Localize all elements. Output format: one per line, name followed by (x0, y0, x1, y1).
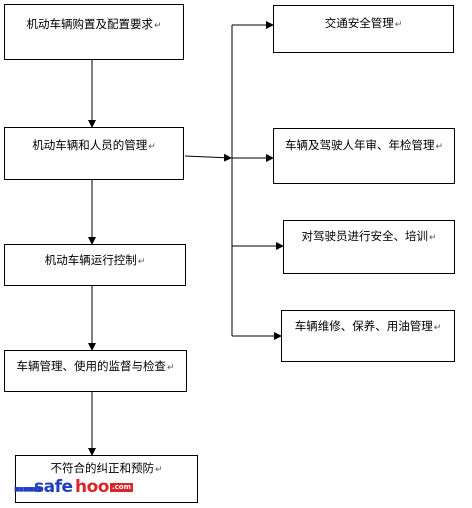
step-vehicle-personnel-label: 机动车辆和人员的管理 (32, 138, 148, 152)
step-correction-label: 不符合的纠正和预防 (50, 461, 154, 475)
return-mark-icon: ↵ (154, 465, 163, 475)
watermark-com-text: .com (110, 483, 133, 492)
return-mark-icon: ↵ (433, 323, 442, 333)
branch-annual-inspection-box: 车辆及驾驶人年审、年检管理↵ (273, 128, 455, 184)
watermark-dots-icon: ■■■■■■ (14, 486, 43, 493)
branch-connector (184, 153, 232, 162)
step-operation-control-box: 机动车辆运行控制↵ (4, 244, 186, 286)
branch-traffic-safety-box: 交通安全管理↵ (273, 5, 454, 53)
step-supervision-label: 车辆管理、使用的监督与检查 (16, 359, 166, 373)
step-vehicle-purchase-box: 机动车辆购置及配置要求↵ (4, 4, 184, 60)
safehoo-watermark-logo: ■■■■■■ safe hoo .com (14, 477, 133, 497)
step-vehicle-personnel-box: 机动车辆和人员的管理↵ (4, 127, 184, 180)
step-correction-box: 不符合的纠正和预防↵ (15, 455, 198, 503)
return-mark-icon: ↵ (148, 142, 156, 152)
return-mark-icon: ↵ (394, 20, 403, 30)
watermark-hoo-text: hoo (75, 477, 109, 497)
watermark-safe-text: safe (34, 477, 73, 497)
return-mark-icon: ↵ (153, 21, 162, 31)
return-mark-icon: ↵ (428, 233, 437, 243)
step-vehicle-purchase-label: 机动车辆购置及配置要求 (26, 17, 153, 31)
branch-maintenance-box: 车辆维修、保养、用油管理↵ (281, 310, 455, 362)
branch-traffic-safety-label: 交通安全管理 (324, 16, 394, 30)
branch-driver-training-box: 对驾驶员进行安全、培训↵ (283, 220, 455, 274)
step-supervision-box: 车辆管理、使用的监督与检查↵ (4, 350, 187, 392)
step-operation-control-label: 机动车辆运行控制 (44, 253, 137, 267)
return-mark-icon: ↵ (137, 257, 146, 267)
branch-driver-training-label: 对驾驶员进行安全、培训 (301, 229, 428, 243)
return-mark-icon: ↵ (166, 363, 175, 373)
branch-maintenance-label: 车辆维修、保养、用油管理 (294, 319, 433, 333)
branch-annual-inspection-label: 车辆及驾驶人年审、年检管理 (284, 138, 435, 152)
return-mark-icon: ↵ (435, 142, 444, 152)
